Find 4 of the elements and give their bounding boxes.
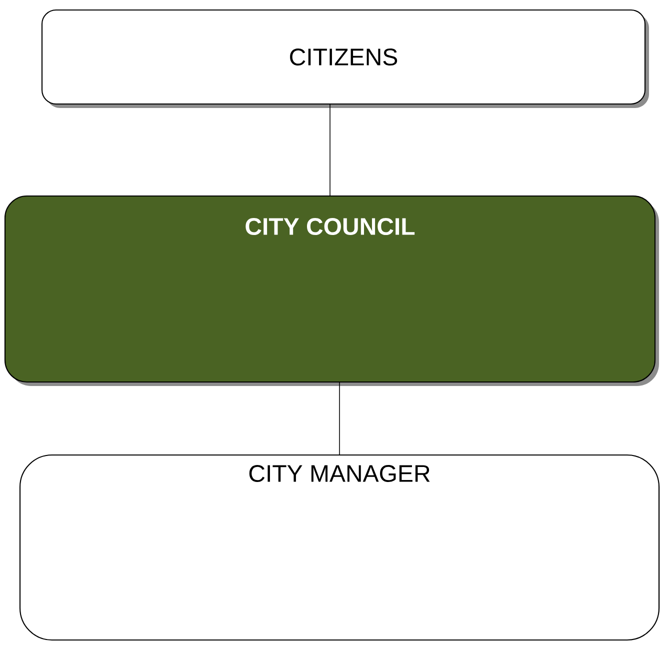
- process-box: CITY MANAGER: [19, 454, 660, 641]
- process-box: CITIZENS: [41, 9, 649, 108]
- process-box: CITY COUNCIL: [4, 195, 659, 386]
- connector-line: [339, 382, 340, 455]
